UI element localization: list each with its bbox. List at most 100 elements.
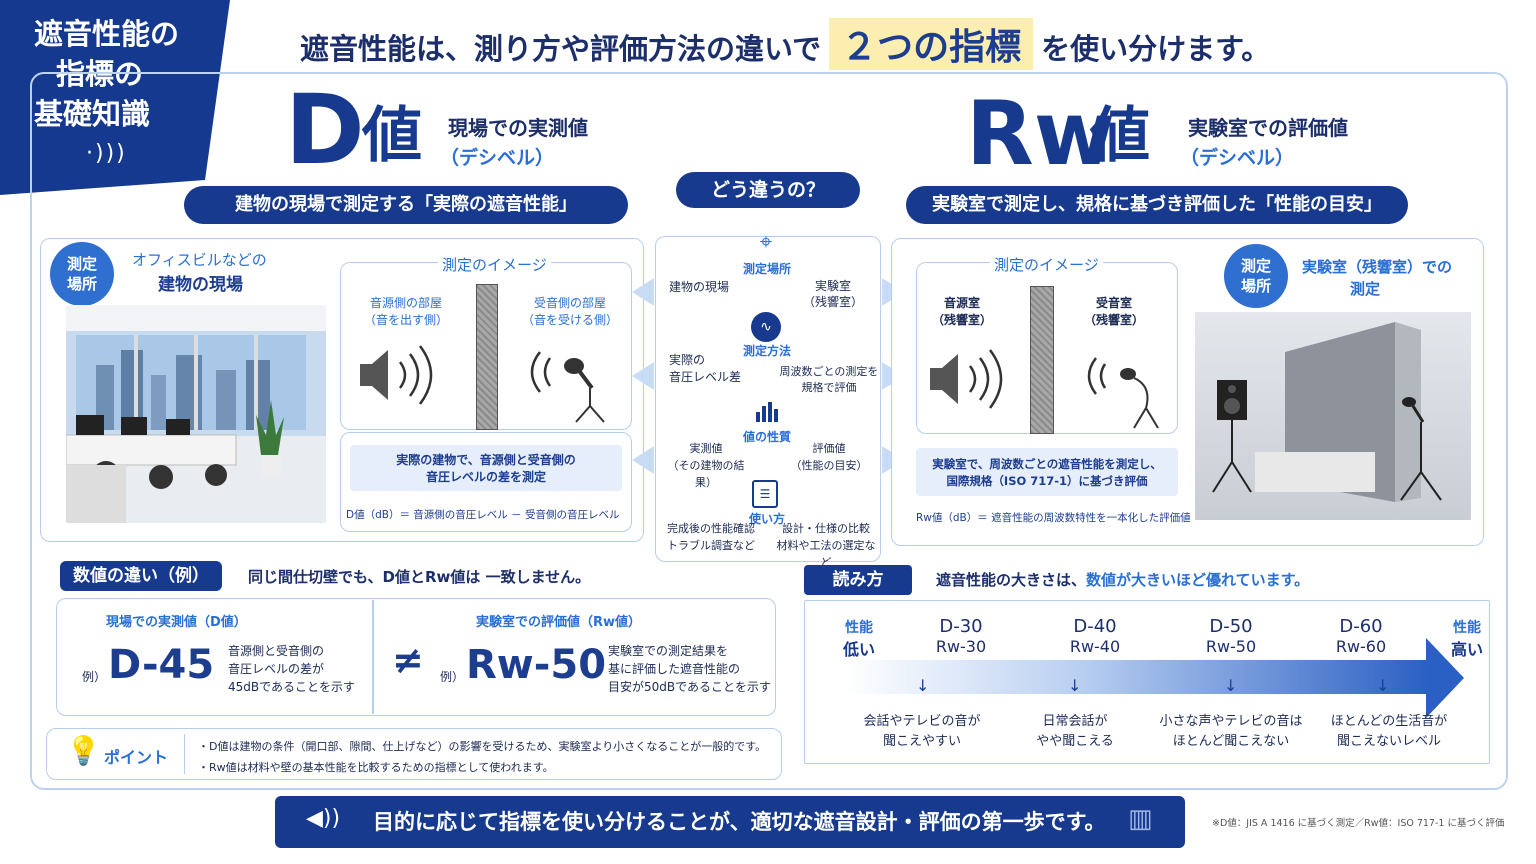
footer-message: 目的に応じて指標を使い分けることが、適切な遮音設計・評価の第一歩です。 [373,810,1106,834]
example-left-prefix: 例） [82,670,107,684]
performance-arrow-bar [846,660,1430,694]
reading-note: 遮音性能の大きさは、数値が大きいほど優れています。 [936,569,1309,590]
main-frame [30,72,1508,790]
headline-highlight: ２つの指標 [829,18,1034,70]
level-2-tick: ↓ [1068,676,1082,695]
reading-pill: 読み方 [804,565,912,595]
clipboard-icon: ☰ [752,480,778,508]
example-right-value: Rw-50 [466,642,607,688]
headline-post: を使い分けます。 [1041,32,1271,66]
compare-left-method: 実際の 音圧レベル差 [669,352,741,386]
compare-right-place-l2: （残響室） [802,295,863,309]
example-left-value: D-45 [108,642,215,688]
level-3-d: D-50 [1209,616,1253,637]
example-box [56,598,776,716]
low-l1: 性能 [845,620,873,636]
point-bullet2: ・Rw値は材料や壁の基本性能を比較するための指標として使われます。 [198,761,554,774]
d-rcv-line2: （音を受ける側） [521,313,618,327]
compare-row-place: ⌖ 測定場所 建物の現場 実験室 （残響室） [655,228,881,310]
level-1-desc-l1: 会話やテレビの音が [863,714,981,729]
example-left-desc-l3: 45dBであることを示す [228,680,355,694]
d-src-line1: 音源側の部屋 [369,296,442,310]
compare-right-usage: 設計・仕様の比較 材料や工法の選定など [773,520,879,571]
rw-src-line2: （残響室） [931,313,992,327]
rw-banner: 実験室で測定し、規格に基づき評価した「性能の目安」 [906,186,1408,224]
compare-label-nature: 値の性質 [742,430,791,444]
example-right-title: 実験室での評価値（Rw値） [476,615,642,630]
compare-left-place: 建物の現場 [669,280,730,294]
level-2-rw: Rw-40 [1069,637,1121,656]
example-right-desc-l3: 目安が50dBであることを示す [608,680,772,694]
high-l1: 性能 [1453,620,1481,636]
level-4-desc-l1: ほとんどの生活音が [1330,714,1448,729]
compare-right-method: 周波数ごとの測定を 規格で評価 [779,364,879,396]
rw-place-line1: 実験室（残響室）での [1302,258,1453,276]
example-pill: 数値の違い（例） [60,561,222,591]
d-rcv-line1: 受音側の部屋 [533,296,606,310]
headline-pre: 遮音性能は、測り方や評価方法の違いで [300,32,822,66]
level-1: D-30 Rw-30 [906,616,1016,656]
rw-rcv-line2: （残響室） [1083,313,1144,327]
footer-building-icon: ▥ [1128,804,1153,834]
microphone-icon [530,351,605,423]
compare-left-usage: 完成後の性能確認 トラブル調査など [667,520,755,554]
corner-title-line1: 遮音性能の [34,17,180,51]
d-src-line2: （音を出す側） [363,313,448,327]
d-big-letter: D [285,74,365,186]
rw-image-title: 測定のイメージ [990,254,1103,275]
rw-place-line2: 測定 [1350,280,1381,298]
rw-unit: （デシベル） [1180,147,1295,169]
rw-big-letter: Rw [966,90,1115,178]
example-right-prefix: 例） [440,670,465,684]
d-formula: D値（dB）＝ 音源側の音圧レベル － 受音側の音圧レベル [346,509,620,521]
level-2-desc-l2: やや聞こえる [1036,734,1114,749]
compare-left-method-l1: 実際の [669,353,706,367]
rw-desc-line2: 国際規格（ISO 717-1）に基づき評価 [946,474,1148,488]
level-4-d: D-60 [1339,616,1383,637]
speaker-icon [360,345,433,405]
compare-pill: どう違うの？ [676,172,860,208]
compare-right-method-l2: 規格で評価 [801,381,857,394]
lab-illustration [1212,322,1442,502]
example-left-desc-l2: 音圧レベルの差が [228,662,325,676]
d-desc-line1: 実際の建物で、音源側と受音側の [396,453,576,467]
rw-big-R: Rw [966,82,1116,185]
d-rcv-room: 受音側の部屋 （音を受ける側） [520,294,620,328]
arrow-left-1 [632,278,654,306]
compare-left-nature: 実測値 （その建物の結果） [663,440,749,491]
compare-right-nature-l2: （性能の目安） [790,459,868,472]
point-box [46,728,782,780]
level-2: D-40 Rw-40 [1040,616,1150,656]
compare-left-nature-l1: 実測値 [689,442,723,455]
footer-speaker-icon: ◀)) [306,806,341,831]
arrow-left-3 [632,446,654,474]
example-note: 同じ間仕切壁でも、D値とRw値は 一致しません。 [248,568,591,586]
rw-desc: 実験室で、周波数ごとの遮音性能を測定し、 国際規格（ISO 717-1）に基づき… [916,448,1178,496]
d-title: 現場での実測値 [448,116,588,140]
compare-right-nature: 評価値 （性能の目安） [789,440,869,474]
compare-right-usage-l1: 設計・仕様の比較 [782,522,870,535]
level-4: D-60 Rw-60 [1306,616,1416,656]
level-2-d: D-40 [1073,616,1117,637]
office-illustration [66,335,306,523]
corner-title-line2: 指標の [56,57,144,91]
compare-right-place-l1: 実験室 [814,279,851,293]
d-image-title: 測定のイメージ [438,254,551,275]
level-1-desc: 会話やテレビの音が 聞こえやすい [852,712,992,752]
d-unit: （デシベル） [440,147,555,169]
d-kanji: 値 [362,101,422,171]
rw-rcv-room: 受音室 （残響室） [1074,294,1154,328]
location-pin-icon: ⌖ [759,230,773,255]
arrow-left-2 [632,362,654,390]
example-right-desc-l1: 実験室での測定結果を [608,644,729,658]
bar-chart-icon [756,402,778,422]
level-4-desc-l2: 聞こえないレベル [1336,734,1441,749]
example-left-desc-l1: 音源側と受音側の [228,644,325,658]
level-1-tick: ↓ [916,676,930,695]
reading-note-pre: 遮音性能の大きさは、 [936,571,1087,589]
compare-row-method: ∿ 測定方法 実際の 音圧レベル差 周波数ごとの測定を 規格で評価 [655,310,881,396]
rw-src-room: 音源室 （残響室） [922,294,1002,328]
level-1-desc-l2: 聞こえやすい [882,734,961,749]
example-left-desc: 音源側と受音側の 音圧レベルの差が 45dBであることを示す [228,642,355,696]
